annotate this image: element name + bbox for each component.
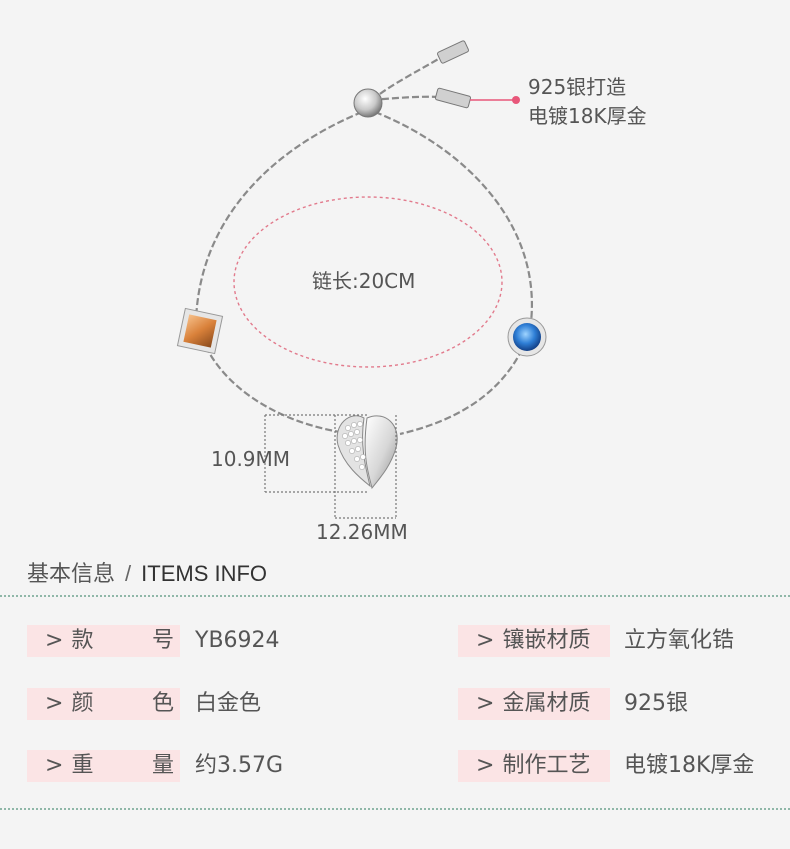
material-annotation-line2: 电镀18K厚金	[528, 104, 647, 128]
spec-label-color-char1: 颜	[71, 691, 94, 716]
spec-label-metal-text: 金属材质	[502, 691, 591, 716]
spec-row-color: > 颜 色 白金色	[27, 688, 407, 720]
spec-label-model-char2: 号	[151, 628, 174, 653]
spec-value-color: 白金色	[195, 691, 262, 716]
arrow-icon: >	[476, 753, 495, 778]
spec-label-inlay: > 镶嵌材质	[458, 625, 610, 657]
spec-label-color: > 颜 色	[27, 688, 180, 720]
info-title-separator: /	[125, 561, 132, 586]
arrow-icon: >	[476, 691, 495, 716]
spec-row-inlay: > 镶嵌材质 立方氧化锆	[458, 625, 788, 657]
spec-label-weight: > 重 量	[27, 750, 180, 782]
spec-label-metal: > 金属材质	[458, 688, 610, 720]
spec-label-color-char2: 色	[151, 691, 174, 716]
blue-gem	[507, 317, 547, 357]
chain-length-label: 链长:20CM	[312, 269, 416, 293]
spec-value-craft: 电镀18K厚金	[624, 753, 755, 778]
spec-row-model: > 款 号 YB6924	[27, 625, 407, 657]
chain-end-caps	[434, 40, 472, 109]
height-dimension-label: 10.9MM	[211, 447, 291, 471]
heart-pendant	[336, 415, 398, 490]
info-title-cn: 基本信息	[27, 561, 116, 586]
arrow-icon: >	[476, 628, 495, 653]
spec-label-weight-char1: 重	[71, 753, 94, 778]
arrow-icon: >	[45, 753, 64, 778]
spec-value-metal: 925银	[624, 691, 688, 716]
spec-value-model: YB6924	[195, 628, 280, 653]
arrow-icon: >	[45, 628, 64, 653]
slider-bead	[353, 88, 383, 118]
info-title-en: ITEMS INFO	[141, 561, 268, 586]
chain-length-ellipse	[233, 196, 503, 368]
orange-gem	[176, 307, 224, 355]
bottom-divider	[0, 808, 790, 810]
spec-label-inlay-text: 镶嵌材质	[502, 628, 591, 653]
spec-value-weight: 约3.57G	[195, 753, 284, 778]
spec-label-craft: > 制作工艺	[458, 750, 610, 782]
dimension-guides	[264, 414, 397, 519]
spec-row-metal: > 金属材质 925银	[458, 688, 788, 720]
spec-label-model: > 款 号	[27, 625, 180, 657]
spec-label-weight-char2: 量	[151, 753, 174, 778]
bracelet-illustration	[176, 40, 547, 519]
spec-label-model-char1: 款	[71, 628, 94, 653]
material-pointer	[470, 96, 520, 104]
spec-row-craft: > 制作工艺 电镀18K厚金	[458, 750, 788, 782]
width-dimension-label: 12.26MM	[316, 520, 408, 544]
info-section-title: 基本信息 / ITEMS INFO	[27, 558, 267, 590]
top-divider	[0, 595, 790, 597]
material-annotation-line1: 925银打造	[528, 75, 627, 99]
arrow-icon: >	[45, 691, 64, 716]
spec-label-craft-text: 制作工艺	[502, 753, 591, 778]
spec-row-weight: > 重 量 约3.57G	[27, 750, 407, 782]
spec-value-inlay: 立方氧化锆	[624, 628, 735, 653]
